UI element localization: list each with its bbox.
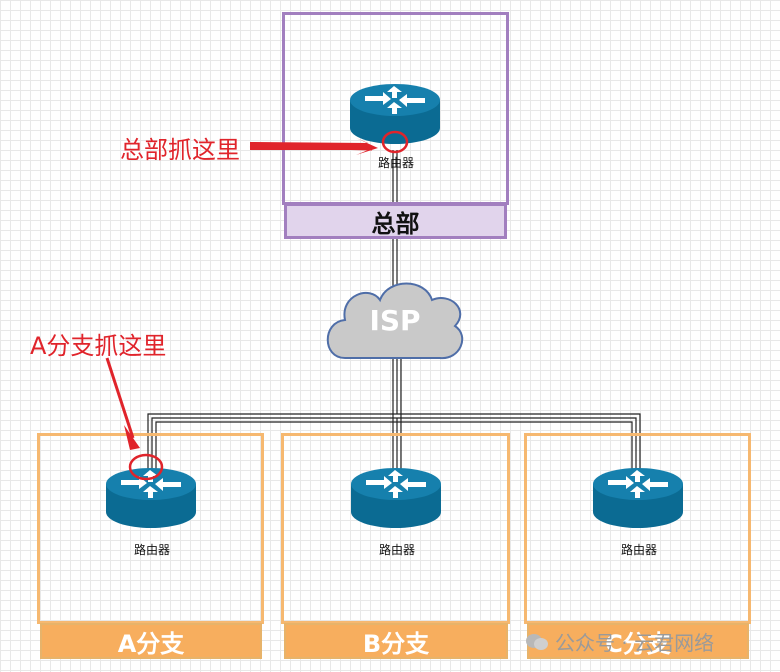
bus-inner bbox=[155, 421, 633, 470]
bus-middle bbox=[151, 417, 637, 470]
branch-b-label: B分支 bbox=[284, 623, 508, 659]
hq-router-icon bbox=[350, 84, 440, 144]
hq-router-caption: 路由器 bbox=[377, 156, 414, 170]
branch-c-label: C分支 bbox=[527, 623, 749, 659]
branch-a-label: A分支 bbox=[40, 623, 262, 659]
wechat-icon bbox=[525, 632, 549, 652]
branch-a-router-icon bbox=[106, 468, 196, 528]
isp-label: ISP bbox=[369, 304, 421, 337]
branch-a-container bbox=[37, 433, 264, 624]
branch-b-router-icon bbox=[351, 468, 441, 528]
hq-label: 总部 bbox=[284, 203, 507, 239]
hq-annotation: 总部抓这里 bbox=[120, 136, 240, 164]
branch-c-container bbox=[524, 433, 751, 624]
watermark-text: 公众号 · 云君网络 bbox=[555, 631, 715, 655]
branch-c-router-caption: 路由器 bbox=[620, 543, 657, 557]
branch-c-router-icon bbox=[593, 468, 683, 528]
isp-cloud-icon bbox=[326, 282, 464, 360]
branch-a-annotation: A分支抓这里 bbox=[30, 332, 167, 360]
branch-a-router-caption: 路由器 bbox=[133, 543, 170, 557]
branch-b-container bbox=[281, 433, 510, 624]
branch-a-capture-circle bbox=[128, 453, 164, 481]
hq-capture-circle bbox=[381, 130, 409, 154]
bus-outer bbox=[147, 413, 641, 470]
branch-b-router-caption: 路由器 bbox=[378, 543, 415, 557]
watermark: 公众号 · 云君网络 bbox=[525, 627, 714, 656]
